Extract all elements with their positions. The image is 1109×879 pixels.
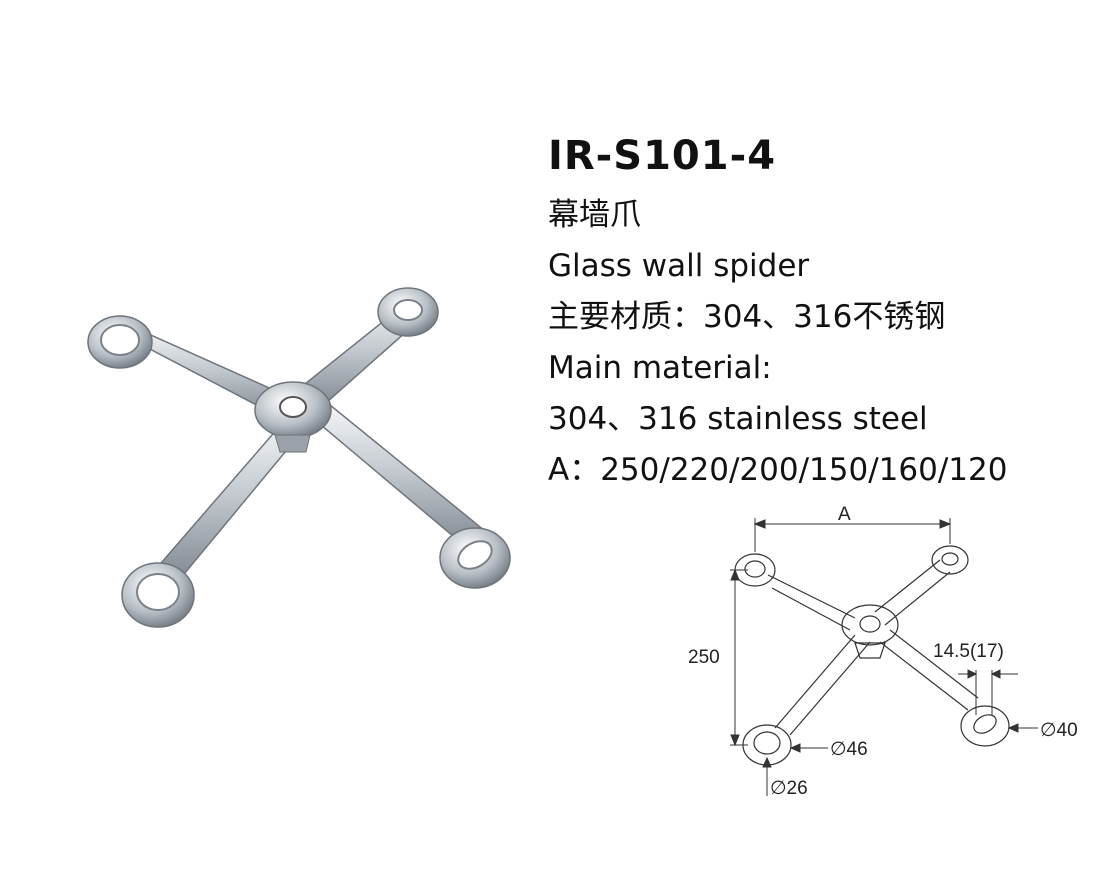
drawing-outline (734, 545, 1010, 766)
model-title: IR-S101-4 (548, 133, 777, 179)
dim-a-label: A (838, 504, 851, 525)
product-photo (87, 287, 511, 628)
name-chinese: 幕墙爪 (548, 197, 641, 233)
dim-disc-diameter-label: ∅40 (1040, 720, 1078, 741)
material-chinese: 主要材质：304、316不锈钢 (548, 299, 946, 335)
size-a-options: A：250/220/200/150/160/120 (548, 452, 1008, 488)
spec-block: IR-S101-4 幕墙爪 Glass wall spider 主要材质：304… (548, 128, 1098, 496)
spider-arms (132, 298, 492, 587)
spider-rings (87, 287, 511, 628)
dim-hole-diameter-label: ∅26 (770, 778, 808, 799)
material-english-value: 304、316 stainless steel (548, 401, 928, 437)
technical-drawing: A 250 14.5(17) ∅46 ∅26 ∅40 (688, 504, 1078, 799)
material-english-label: Main material: (548, 350, 772, 386)
spider-hub (254, 381, 332, 453)
dim-height-label: 250 (688, 647, 720, 668)
dim-outer-diameter-label: ∅46 (830, 739, 868, 760)
name-english: Glass wall spider (548, 248, 810, 284)
dim-slot-label: 14.5(17) (933, 641, 1004, 662)
dimension-lines (730, 518, 1038, 796)
